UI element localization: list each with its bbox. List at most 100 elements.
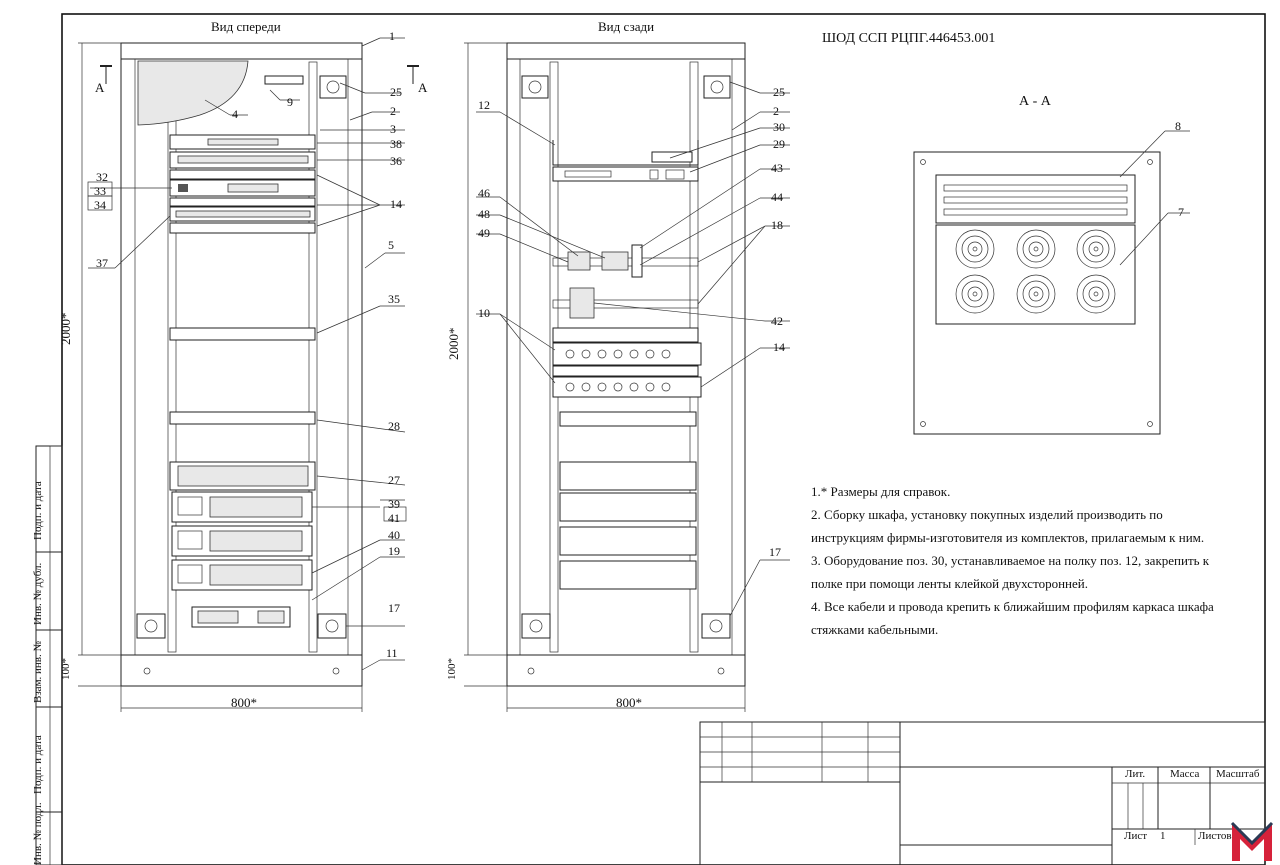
note-line: 3. Оборудование поз. 30, устанавливаемое… [811,553,1210,568]
plinth-11 [120,654,363,687]
rear-fan-bottom-left [521,613,551,639]
front-callout: 34 [94,198,106,212]
front-callout: 4 [232,107,238,121]
section-callout: 8 [1175,119,1181,133]
stamp-replace-inv: Взам. инв. № [32,641,44,703]
terminal-block-48 [601,251,629,271]
breaker-43 [631,244,643,278]
blank-panel-1 [559,461,697,491]
rear-callout: 42 [771,314,783,328]
rear-callout: 30 [773,120,785,134]
stamp-dup-inv: Инв. № дубл. [32,562,44,625]
front-callout: 39 [388,497,400,511]
front-rail-right [308,61,318,653]
rear-fan-25 [703,75,731,99]
note-line: стяжками кабельными. [811,622,939,637]
rear-callout: 29 [773,137,785,151]
stamp-sign-date-1: Подп. и дата [32,481,44,540]
front-callout: 41 [388,511,400,525]
front-callout: 35 [388,292,400,306]
front-callout: 14 [390,197,402,211]
rear-callout: 48 [478,207,490,221]
rear-callout: 14 [773,340,785,354]
section-marker-right: А [418,80,428,95]
section-callout: 7 [1178,205,1184,219]
front-callout: 37 [96,256,108,270]
rear-callout: 49 [478,226,490,240]
front-callout: 25 [390,85,402,99]
rear-callout: 17 [769,545,781,559]
rear-roof [506,42,746,60]
stamp-sign-date-2: Подп. и дата [32,735,44,794]
terminal-block-46 [567,251,591,271]
front-width-dim: 800* [231,695,257,710]
title-sheet: Лист [1124,830,1148,842]
title-sheets: Листов [1198,830,1232,842]
front-callout: 2 [390,104,396,118]
front-callout: 33 [94,184,106,198]
rear-view-title: Вид сзади [598,19,655,34]
notes-block: 1.* Размеры для справок. 2. Сборку шкафа… [811,480,1251,641]
blank-panel-3 [559,526,697,556]
front-callout: 28 [388,419,400,433]
front-callout: 19 [388,544,400,558]
title-mass: Масса [1170,768,1200,780]
fan-17-right [317,613,347,639]
section-plate [913,151,1161,435]
rear-callout: 12 [478,98,490,112]
section-a-a [913,130,1190,435]
fan-17-left [136,613,166,639]
front-callout: 32 [96,170,108,184]
rear-width-dim: 800* [616,695,642,710]
rear-callout: 2 [773,104,779,118]
document-code: ШОД ССП РЦПГ.446453.001 [822,31,996,46]
fan-module-25 [319,75,347,99]
stamp-orig-inv: Инв. № подл. [32,802,44,865]
rear-callout: 10 [478,306,490,320]
rear-fan-17 [701,613,731,639]
title-block [699,721,1266,865]
note-line: инструкциям фирмы-изготовителя из компле… [811,530,1205,545]
unit-29 [552,166,699,182]
title-lit: Лит. [1125,768,1146,780]
m-logo-icon [1230,821,1274,861]
rear-view [464,42,790,712]
shelf-12 [552,140,699,166]
rear-height-dim: 2000* [446,327,461,361]
front-plinth-dim: 100* [60,658,72,680]
front-callout: 1 [389,29,395,43]
front-door-cutaway [137,60,249,126]
blank-panel-4 [559,560,697,590]
front-callout: 9 [287,95,293,109]
note-line: 4. Все кабели и провода крепить к ближай… [811,599,1214,614]
vent-grille-8 [935,174,1136,224]
shelf-28 [169,411,316,425]
title-scale: Масштаб [1216,768,1260,780]
blank-panel-2 [559,492,697,522]
title-sheet-number: 1 [1160,830,1166,842]
front-callout: 27 [388,473,400,487]
rear-callout: 25 [773,85,785,99]
rear-plinth [506,654,746,687]
fan-panel-7 [935,224,1136,325]
socket-panel-10a [552,342,702,366]
front-roof [120,42,363,60]
front-callout: 38 [390,137,402,151]
note-line: полке при помощи ленты клейкой двухсторо… [811,576,1088,591]
rear-plinth-dim: 100* [446,658,458,680]
front-callout: 17 [388,601,400,615]
sheet-border [61,13,1266,865]
power-supply-42 [569,287,595,319]
shelf-35 [169,327,316,341]
note-line: 1.* Размеры для справок. [811,484,951,499]
front-callout: 3 [390,122,396,136]
side-stamp [35,445,63,865]
rear-callout: 46 [478,186,490,200]
front-view [78,37,419,712]
front-callout: 5 [388,238,394,252]
front-callout: 40 [388,528,400,542]
rear-callout: 18 [771,218,783,232]
front-height-dim: 2000* [58,312,73,346]
front-callout: 36 [390,154,402,168]
